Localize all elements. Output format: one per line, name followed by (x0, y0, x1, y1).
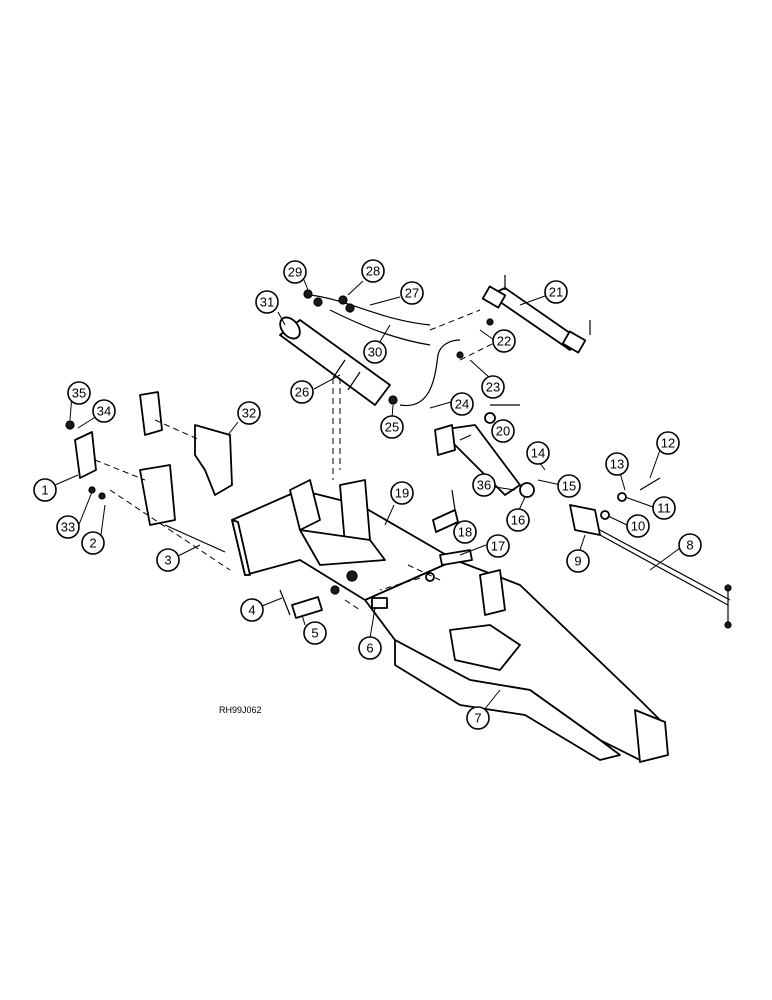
callout-36-label: 36 (477, 478, 491, 493)
callout-13-label: 13 (610, 457, 624, 472)
callout-26: 26 (290, 380, 314, 404)
callout-12-label: 12 (661, 436, 675, 451)
callout-4-label: 4 (248, 603, 255, 618)
callout-32-label: 32 (242, 406, 256, 421)
callout-34-label: 34 (97, 404, 111, 419)
pivot-bracket-drawing (65, 391, 233, 553)
callout-21: 21 (544, 280, 568, 304)
callout-19-label: 19 (395, 486, 409, 501)
callout-20-label: 20 (496, 424, 510, 439)
main-frame-drawing (231, 479, 669, 763)
callout-19: 19 (390, 481, 414, 505)
callout-10-label: 10 (631, 519, 645, 534)
accumulator-drawing (279, 316, 398, 406)
callout-14-label: 14 (531, 446, 545, 461)
callout-18-label: 18 (458, 525, 472, 540)
callout-11-label: 11 (657, 501, 671, 516)
pins-drawing (279, 489, 473, 619)
callout-29-label: 29 (288, 265, 302, 280)
callout-25-label: 25 (385, 420, 399, 435)
callout-22: 22 (492, 329, 516, 353)
adjustment-screw-drawing (569, 477, 732, 629)
callout-13: 13 (605, 452, 629, 476)
callout-31: 31 (255, 290, 279, 314)
callout-9-label: 9 (574, 554, 581, 569)
callout-18: 18 (453, 520, 477, 544)
callout-7: 7 (466, 706, 490, 730)
callout-6: 6 (358, 636, 382, 660)
callout-24-label: 24 (455, 397, 469, 412)
callout-35: 35 (67, 381, 91, 405)
callout-35-label: 35 (72, 386, 86, 401)
callout-27: 27 (400, 281, 424, 305)
callout-23: 23 (481, 375, 505, 399)
callout-28: 28 (361, 259, 385, 283)
callouts: 1 2 3 4 5 6 7 8 9 10 11 12 13 14 15 16 1… (33, 259, 702, 730)
callout-10: 10 (626, 514, 650, 538)
reference-code: RH99J062 (219, 705, 262, 715)
callout-1-label: 1 (41, 483, 48, 498)
callout-12: 12 (656, 431, 680, 455)
callout-25: 25 (380, 415, 404, 439)
callout-14: 14 (526, 441, 550, 465)
callout-33: 33 (56, 515, 80, 539)
callout-29: 29 (283, 260, 307, 284)
pivot-shaft-drawing (434, 404, 535, 498)
callout-23-label: 23 (486, 380, 500, 395)
callout-36: 36 (472, 473, 496, 497)
callout-32: 32 (237, 401, 261, 425)
callout-30-label: 30 (368, 345, 382, 360)
callout-2-label: 2 (89, 536, 96, 551)
callout-3-label: 3 (164, 553, 171, 568)
callout-9: 9 (566, 549, 590, 573)
callout-22-label: 22 (497, 334, 511, 349)
callout-26-label: 26 (295, 385, 309, 400)
assembly-lines (94, 309, 501, 611)
callout-17-label: 17 (491, 539, 505, 554)
callout-6-label: 6 (366, 641, 373, 656)
callout-1: 1 (33, 478, 57, 502)
callout-3: 3 (156, 548, 180, 572)
callout-2: 2 (81, 531, 105, 555)
callout-33-label: 33 (61, 520, 75, 535)
callout-7-label: 7 (474, 711, 481, 726)
callout-34: 34 (92, 399, 116, 423)
callout-20: 20 (491, 419, 515, 443)
callout-16: 16 (506, 508, 530, 532)
callout-15: 15 (557, 474, 581, 498)
callout-21-label: 21 (549, 285, 563, 300)
hose-drawing (303, 289, 461, 407)
callout-5-label: 5 (311, 626, 318, 641)
callout-27-label: 27 (405, 286, 419, 301)
callout-31-label: 31 (260, 295, 274, 310)
callout-17: 17 (486, 534, 510, 558)
callout-4: 4 (240, 598, 264, 622)
callout-11: 11 (652, 496, 676, 520)
callout-30: 30 (363, 340, 387, 364)
callout-5: 5 (303, 621, 327, 645)
callout-15-label: 15 (562, 479, 576, 494)
callout-8: 8 (678, 533, 702, 557)
callout-28-label: 28 (366, 264, 380, 279)
callout-16-label: 16 (511, 513, 525, 528)
hydraulic-cylinder-drawing (456, 275, 591, 359)
callout-8-label: 8 (686, 538, 693, 553)
callout-24: 24 (450, 392, 474, 416)
